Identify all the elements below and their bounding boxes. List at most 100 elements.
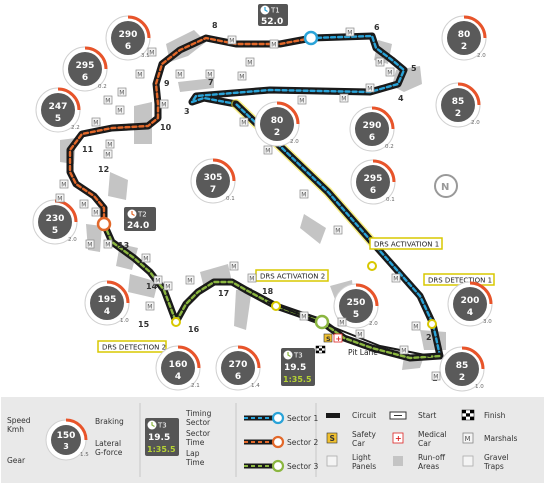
svg-text:305: 305 bbox=[204, 173, 223, 183]
svg-text:M: M bbox=[105, 152, 110, 159]
svg-text:Circuit: Circuit bbox=[352, 411, 376, 420]
svg-text:295: 295 bbox=[364, 174, 383, 184]
svg-text:290: 290 bbox=[363, 121, 382, 131]
svg-text:M: M bbox=[377, 60, 382, 67]
svg-text:M: M bbox=[105, 242, 110, 249]
legend: 150 3 1.5 Speed Kmh Braking Lateral G-fo… bbox=[1, 397, 544, 483]
svg-text:2.0: 2.0 bbox=[477, 53, 486, 59]
turn-11: 11 bbox=[82, 145, 94, 154]
legend-symbols-c: Finish M Marshals Gravel Traps bbox=[461, 409, 517, 471]
svg-text:6: 6 bbox=[82, 73, 88, 83]
marshal-post: M bbox=[365, 83, 375, 93]
svg-text:Gravel: Gravel bbox=[484, 453, 509, 462]
svg-text:S: S bbox=[330, 434, 335, 443]
svg-text:Time: Time bbox=[185, 438, 205, 447]
drs-detection-1: DRS DETECTION 1 bbox=[428, 277, 492, 285]
svg-text:M: M bbox=[301, 314, 306, 321]
drs-markers bbox=[171, 261, 437, 329]
svg-text:Light: Light bbox=[352, 453, 371, 462]
svg-text:T1: T1 bbox=[270, 7, 280, 15]
svg-text:M: M bbox=[229, 38, 234, 45]
marshal-post: M bbox=[163, 281, 173, 291]
svg-text:T3: T3 bbox=[293, 352, 303, 360]
svg-text:M: M bbox=[339, 320, 344, 327]
svg-text:G-force: G-force bbox=[95, 448, 123, 457]
svg-text:M: M bbox=[249, 276, 254, 283]
svg-text:3: 3 bbox=[63, 442, 69, 451]
svg-text:1:35.5: 1:35.5 bbox=[283, 375, 312, 384]
marshal-post: M bbox=[185, 275, 195, 285]
marshal-post: M bbox=[103, 95, 113, 105]
svg-text:1.4: 1.4 bbox=[251, 383, 260, 389]
svg-text:M: M bbox=[335, 228, 340, 235]
svg-text:Finish: Finish bbox=[484, 411, 506, 420]
svg-text:Medical: Medical bbox=[418, 430, 447, 439]
turn-18: 18 bbox=[262, 287, 274, 296]
svg-text:2: 2 bbox=[274, 128, 280, 138]
svg-text:2: 2 bbox=[461, 42, 467, 52]
marshal-post: M bbox=[411, 321, 421, 331]
svg-text:4: 4 bbox=[104, 307, 110, 317]
svg-text:M: M bbox=[241, 120, 246, 127]
svg-text:M: M bbox=[93, 120, 98, 127]
svg-text:Kmh: Kmh bbox=[7, 425, 24, 434]
svg-text:M: M bbox=[357, 332, 362, 339]
svg-text:0.2: 0.2 bbox=[385, 144, 394, 150]
turn-7: 7 bbox=[208, 78, 214, 87]
svg-text:T2: T2 bbox=[137, 211, 147, 219]
svg-text:M: M bbox=[341, 96, 346, 103]
svg-text:M: M bbox=[465, 435, 471, 443]
svg-text:M: M bbox=[137, 72, 142, 79]
turn-4: 4 bbox=[398, 94, 404, 103]
svg-text:T3: T3 bbox=[157, 422, 167, 430]
svg-text:M: M bbox=[207, 72, 212, 79]
svg-text:M: M bbox=[265, 148, 270, 155]
marshal-post: M bbox=[247, 273, 257, 283]
drs-activation-2: DRS ACTIVATION 2 bbox=[260, 273, 325, 281]
marshal-post: M bbox=[91, 117, 101, 127]
marshal-post: M bbox=[299, 311, 309, 321]
marshal-post: M bbox=[59, 179, 69, 189]
svg-text:M: M bbox=[177, 72, 182, 79]
svg-text:80: 80 bbox=[271, 116, 284, 126]
svg-text:Sector: Sector bbox=[186, 429, 211, 438]
svg-text:M: M bbox=[57, 196, 62, 203]
svg-text:160: 160 bbox=[169, 360, 188, 370]
svg-text:M: M bbox=[299, 98, 304, 105]
svg-text:1:35.5: 1:35.5 bbox=[147, 445, 176, 454]
svg-text:247: 247 bbox=[49, 102, 68, 112]
svg-text:3.5: 3.5 bbox=[141, 53, 150, 59]
marshal-post: M bbox=[229, 261, 239, 271]
svg-text:M: M bbox=[117, 108, 122, 115]
svg-text:Start: Start bbox=[418, 411, 436, 420]
svg-text:M: M bbox=[433, 374, 438, 381]
svg-text:M: M bbox=[387, 70, 392, 77]
turn-2: 2 bbox=[426, 333, 432, 342]
medical-car-marker: + bbox=[333, 333, 343, 343]
marshal-post: M bbox=[245, 57, 255, 67]
svg-text:5: 5 bbox=[55, 114, 61, 124]
svg-text:250: 250 bbox=[347, 298, 366, 308]
turn-16: 16 bbox=[188, 325, 200, 334]
svg-text:M: M bbox=[393, 276, 398, 283]
svg-text:Sector 1: Sector 1 bbox=[287, 414, 318, 423]
svg-text:0.1: 0.1 bbox=[226, 196, 235, 202]
legend-symbols-a: Circuit S Safety Car Light Panels bbox=[326, 411, 377, 471]
svg-text:M: M bbox=[87, 242, 92, 249]
marshal-post: M bbox=[205, 69, 215, 79]
svg-text:0.2: 0.2 bbox=[98, 84, 107, 90]
svg-text:2.1: 2.1 bbox=[191, 383, 200, 389]
marshal-post: M bbox=[175, 69, 185, 79]
svg-text:4: 4 bbox=[175, 372, 181, 382]
svg-text:2: 2 bbox=[459, 373, 465, 383]
svg-text:Gear: Gear bbox=[7, 456, 26, 465]
svg-text:290: 290 bbox=[119, 30, 138, 40]
legend-symbols-b: Start + Medical Car Run-off Areas bbox=[389, 411, 447, 471]
svg-text:Sector 3: Sector 3 bbox=[287, 462, 318, 471]
speed-gauge: 160 4 2.1 bbox=[155, 345, 201, 391]
